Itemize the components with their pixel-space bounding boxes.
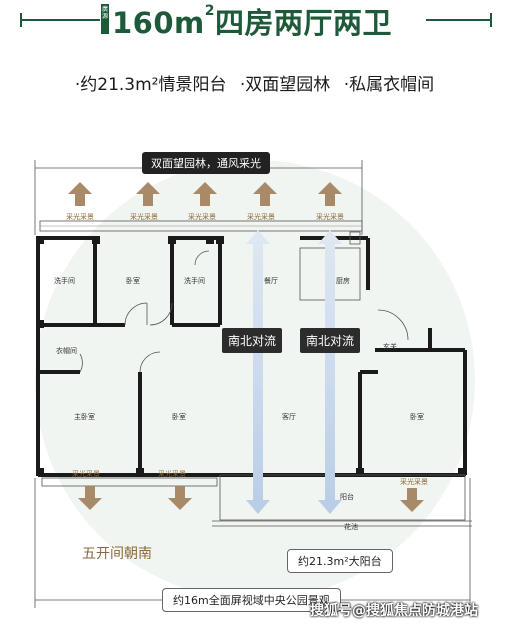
room-bath2: 洗手间 [184, 277, 205, 285]
room-foyer: 玄关 [383, 343, 397, 351]
floor-plan: 双面望园林，通风采光 约16m全面屏视域中央公园景观 约21.3m²大阳台 五开… [0, 140, 509, 612]
sunlight-label: 采光采景 [158, 470, 186, 478]
flow-label-2: 南北对流 [300, 328, 361, 353]
room-master: 主卧室 [74, 413, 95, 421]
room-dining: 餐厅 [264, 277, 278, 285]
watermark-text: 搜狐号@搜狐焦点防城港站 [310, 603, 478, 619]
room-closet: 衣帽间 [56, 347, 77, 355]
sunlight-label: 采光采景 [247, 213, 275, 221]
sunlight-label: 采光采景 [130, 213, 158, 221]
sunlight-label: 采光采景 [66, 213, 94, 221]
brand-badge: 廣源 [101, 4, 109, 34]
sunlight-label: 采光采景 [316, 213, 344, 221]
balcony-banner: 约21.3m²大阳台 [287, 549, 393, 573]
room-bed-north: 卧室 [126, 277, 140, 285]
header-rule-right [426, 13, 492, 27]
room-living: 客厅 [282, 413, 296, 421]
page-title: 160m2四房两厅两卫 [112, 3, 393, 40]
feature-list: ·约21.3m²情景阳台 ·双面望园林 ·私属衣帽间 [0, 70, 509, 100]
feature-garden-view: ·双面望园林 [239, 75, 331, 95]
feature-balcony: ·约21.3m²情景阳台 [74, 75, 227, 95]
room-bed-mid: 卧室 [172, 413, 186, 421]
north-view-banner: 双面望园林，通风采光 [142, 152, 270, 174]
header: 廣源 160m2四房两厅两卫 [0, 0, 509, 44]
room-bath1: 洗手间 [54, 277, 75, 285]
sunlight-label: 采光采景 [400, 478, 428, 486]
south-arrows [78, 486, 424, 512]
sunlight-label: 采光采景 [188, 213, 216, 221]
room-kitchen: 厨房 [336, 277, 350, 285]
sunlight-label: 采光采景 [72, 470, 100, 478]
flow-label-1: 南北对流 [222, 328, 283, 353]
feature-closet: ·私属衣帽间 [343, 75, 435, 95]
header-rule-left [20, 13, 100, 27]
orientation-label: 五开间朝南 [82, 546, 152, 562]
floor-plan-drawing [34, 160, 475, 608]
room-balcony: 阳台 [340, 493, 354, 501]
park-view-banner: 约16m全面屏视域中央公园景观 [162, 588, 341, 612]
north-arrows [68, 182, 342, 206]
room-bed-east: 卧室 [410, 413, 424, 421]
flow-arrows [246, 230, 342, 514]
room-planter: 花池 [344, 523, 358, 531]
